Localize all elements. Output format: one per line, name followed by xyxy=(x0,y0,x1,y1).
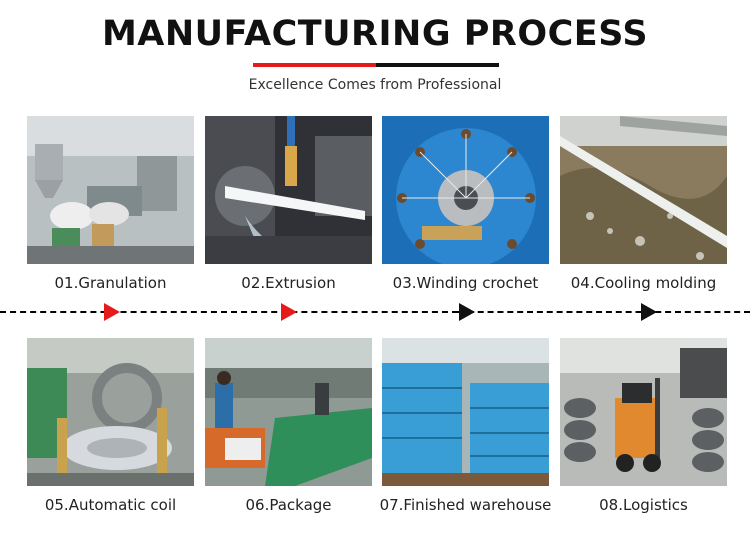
step-label-winding-crochet: 03.Winding crochet xyxy=(392,274,539,292)
step-label-granulation: 01.Granulation xyxy=(54,274,167,292)
flow-arrow-icon xyxy=(641,303,657,321)
step-label-logistics: 08.Logistics xyxy=(599,496,688,514)
flow-arrow-icon xyxy=(104,303,120,321)
step-label-finished-warehouse: 07.Finished warehouse xyxy=(379,496,552,514)
photo-automatic-coil xyxy=(27,338,194,486)
flow-line-black-segment xyxy=(458,311,750,313)
title-underline-red xyxy=(253,63,376,67)
photo-package xyxy=(205,338,372,486)
page-subtitle: Excellence Comes from Professional xyxy=(248,77,502,93)
flow-arrow-icon xyxy=(281,303,297,321)
page-title: MANUFACTURING PROCESS xyxy=(101,14,649,54)
title-underline-black xyxy=(376,63,499,67)
flow-arrow-icon xyxy=(459,303,475,321)
step-label-package: 06.Package xyxy=(245,496,332,514)
photo-granulation xyxy=(27,116,194,264)
flow-line-red-segment xyxy=(0,311,458,313)
step-label-automatic-coil: 05.Automatic coil xyxy=(44,496,177,514)
step-label-extrusion: 02.Extrusion xyxy=(241,274,336,292)
photo-cooling-molding xyxy=(560,116,727,264)
photo-finished-warehouse xyxy=(382,338,549,486)
step-label-cooling-molding: 04.Cooling molding xyxy=(570,274,717,292)
photo-extrusion xyxy=(205,116,372,264)
photo-logistics xyxy=(560,338,727,486)
photo-winding-crochet xyxy=(382,116,549,264)
